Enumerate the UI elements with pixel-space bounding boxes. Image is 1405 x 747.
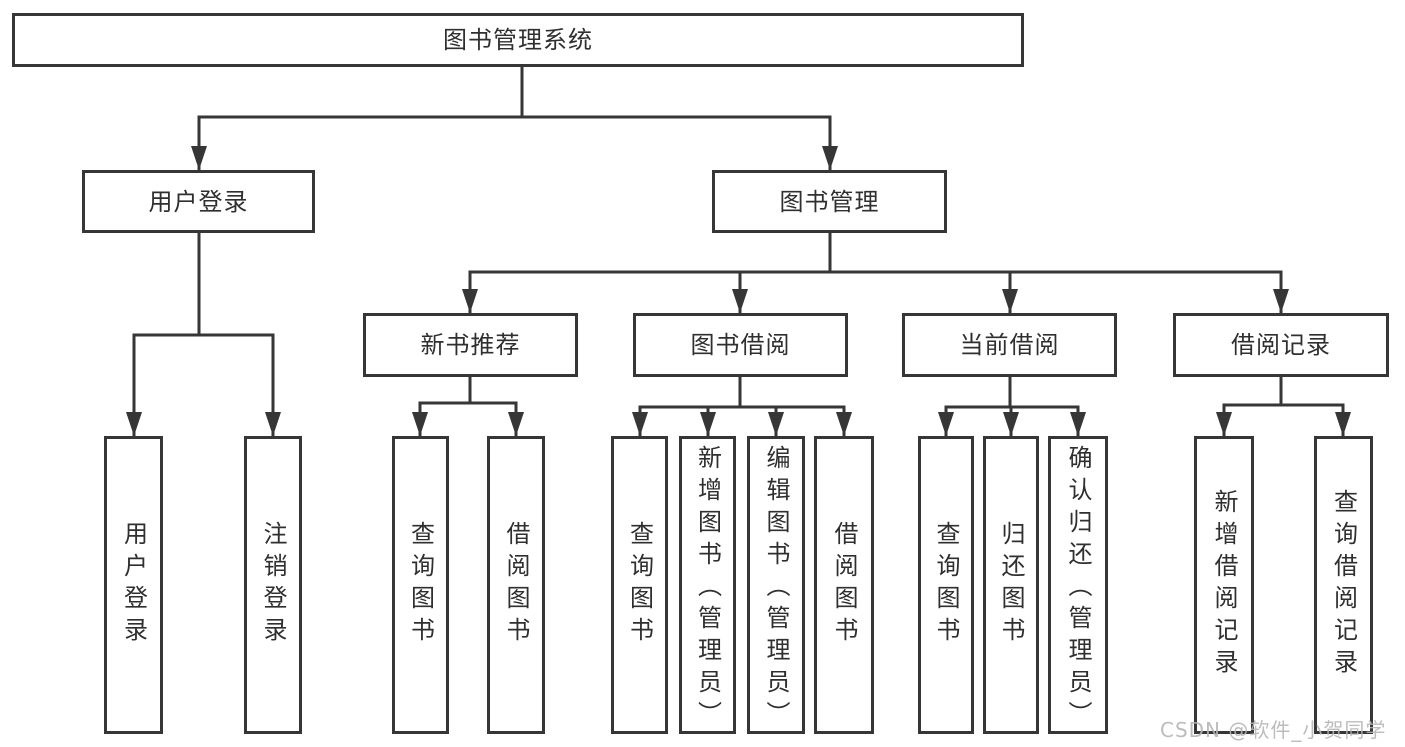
edge-book-borrowing-to-leaf-borrow-books-2: [738, 377, 852, 436]
node-label-current-borrowing: 当前借阅: [959, 331, 1060, 359]
edge-root-to-book-management: [520, 67, 838, 170]
node-leaf-add-borrow-record: 新增借阅记录: [1194, 436, 1254, 734]
node-label-leaf-query-books-1: 查询图书: [406, 521, 435, 649]
node-label-leaf-confirm-return-admin: 确认归还（管理员）: [1064, 445, 1092, 733]
node-user-login: 用户登录: [82, 170, 315, 233]
node-new-book-recommend: 新书推荐: [363, 313, 578, 377]
node-label-leaf-add-books-admin: 新增图书（管理员）: [693, 445, 722, 733]
edge-borrowing-records-to-leaf-add-borrow-record: [1216, 377, 1283, 436]
node-label-leaf-query-borrow-record: 查询借阅记录: [1329, 489, 1358, 681]
node-leaf-logout: 注销登录: [244, 436, 302, 734]
node-leaf-query-books-3: 查询图书: [918, 436, 974, 734]
node-leaf-query-borrow-record: 查询借阅记录: [1314, 436, 1373, 734]
node-leaf-query-books-1: 查询图书: [392, 436, 449, 734]
edge-book-management-to-borrowing-records: [828, 233, 1289, 313]
node-root: 图书管理系统: [12, 13, 1024, 67]
node-label-user-login: 用户登录: [148, 187, 249, 216]
node-label-book-management: 图书管理: [779, 187, 880, 216]
node-book-management: 图书管理: [712, 170, 947, 233]
node-label-leaf-logout: 注销登录: [259, 521, 287, 649]
edge-new-book-recommend-to-leaf-query-books-1: [412, 377, 472, 436]
node-label-book-borrowing: 图书借阅: [690, 331, 791, 359]
node-label-root: 图书管理系统: [443, 26, 593, 54]
node-leaf-borrow-books-1: 借阅图书: [487, 436, 545, 734]
edge-current-borrowing-to-leaf-query-books-3: [938, 377, 1012, 436]
edge-current-borrowing-to-leaf-confirm-return-admin: [1008, 377, 1086, 436]
node-label-leaf-add-borrow-record: 新增借阅记录: [1210, 489, 1238, 681]
edge-user-login-to-leaf-logout: [197, 233, 281, 436]
node-leaf-edit-books-admin: 编辑图书（管理员）: [747, 436, 805, 734]
node-label-leaf-user-login: 用户登录: [119, 521, 148, 649]
node-current-borrowing: 当前借阅: [902, 313, 1117, 377]
node-borrowing-records: 借阅记录: [1173, 313, 1389, 377]
edge-root-to-user-login: [191, 67, 524, 170]
node-leaf-borrow-books-2: 借阅图书: [814, 436, 874, 734]
node-label-leaf-edit-books-admin: 编辑图书（管理员）: [762, 445, 790, 733]
edge-new-book-recommend-to-leaf-borrow-books-1: [468, 377, 524, 436]
node-label-leaf-query-books-2: 查询图书: [625, 521, 654, 649]
edge-user-login-to-leaf-user-login: [126, 233, 201, 436]
node-label-borrowing-records: 借阅记录: [1231, 331, 1331, 359]
node-label-new-book-recommend: 新书推荐: [420, 331, 521, 359]
node-label-leaf-borrow-books-1: 借阅图书: [502, 521, 530, 649]
node-leaf-user-login: 用户登录: [104, 436, 163, 734]
node-leaf-return-books: 归还图书: [983, 436, 1039, 734]
node-label-leaf-return-books: 归还图书: [997, 521, 1025, 649]
node-book-borrowing: 图书借阅: [633, 313, 848, 377]
edge-book-management-to-book-borrowing: [732, 233, 832, 313]
node-leaf-confirm-return-admin: 确认归还（管理员）: [1048, 436, 1108, 734]
node-leaf-add-books-admin: 新增图书（管理员）: [679, 436, 736, 734]
node-label-leaf-borrow-books-2: 借阅图书: [830, 521, 858, 649]
node-leaf-query-books-2: 查询图书: [611, 436, 668, 734]
edge-borrowing-records-to-leaf-query-borrow-record: [1279, 377, 1351, 436]
edge-book-borrowing-to-leaf-add-books-admin: [700, 377, 742, 436]
node-label-leaf-query-books-3: 查询图书: [932, 521, 960, 649]
